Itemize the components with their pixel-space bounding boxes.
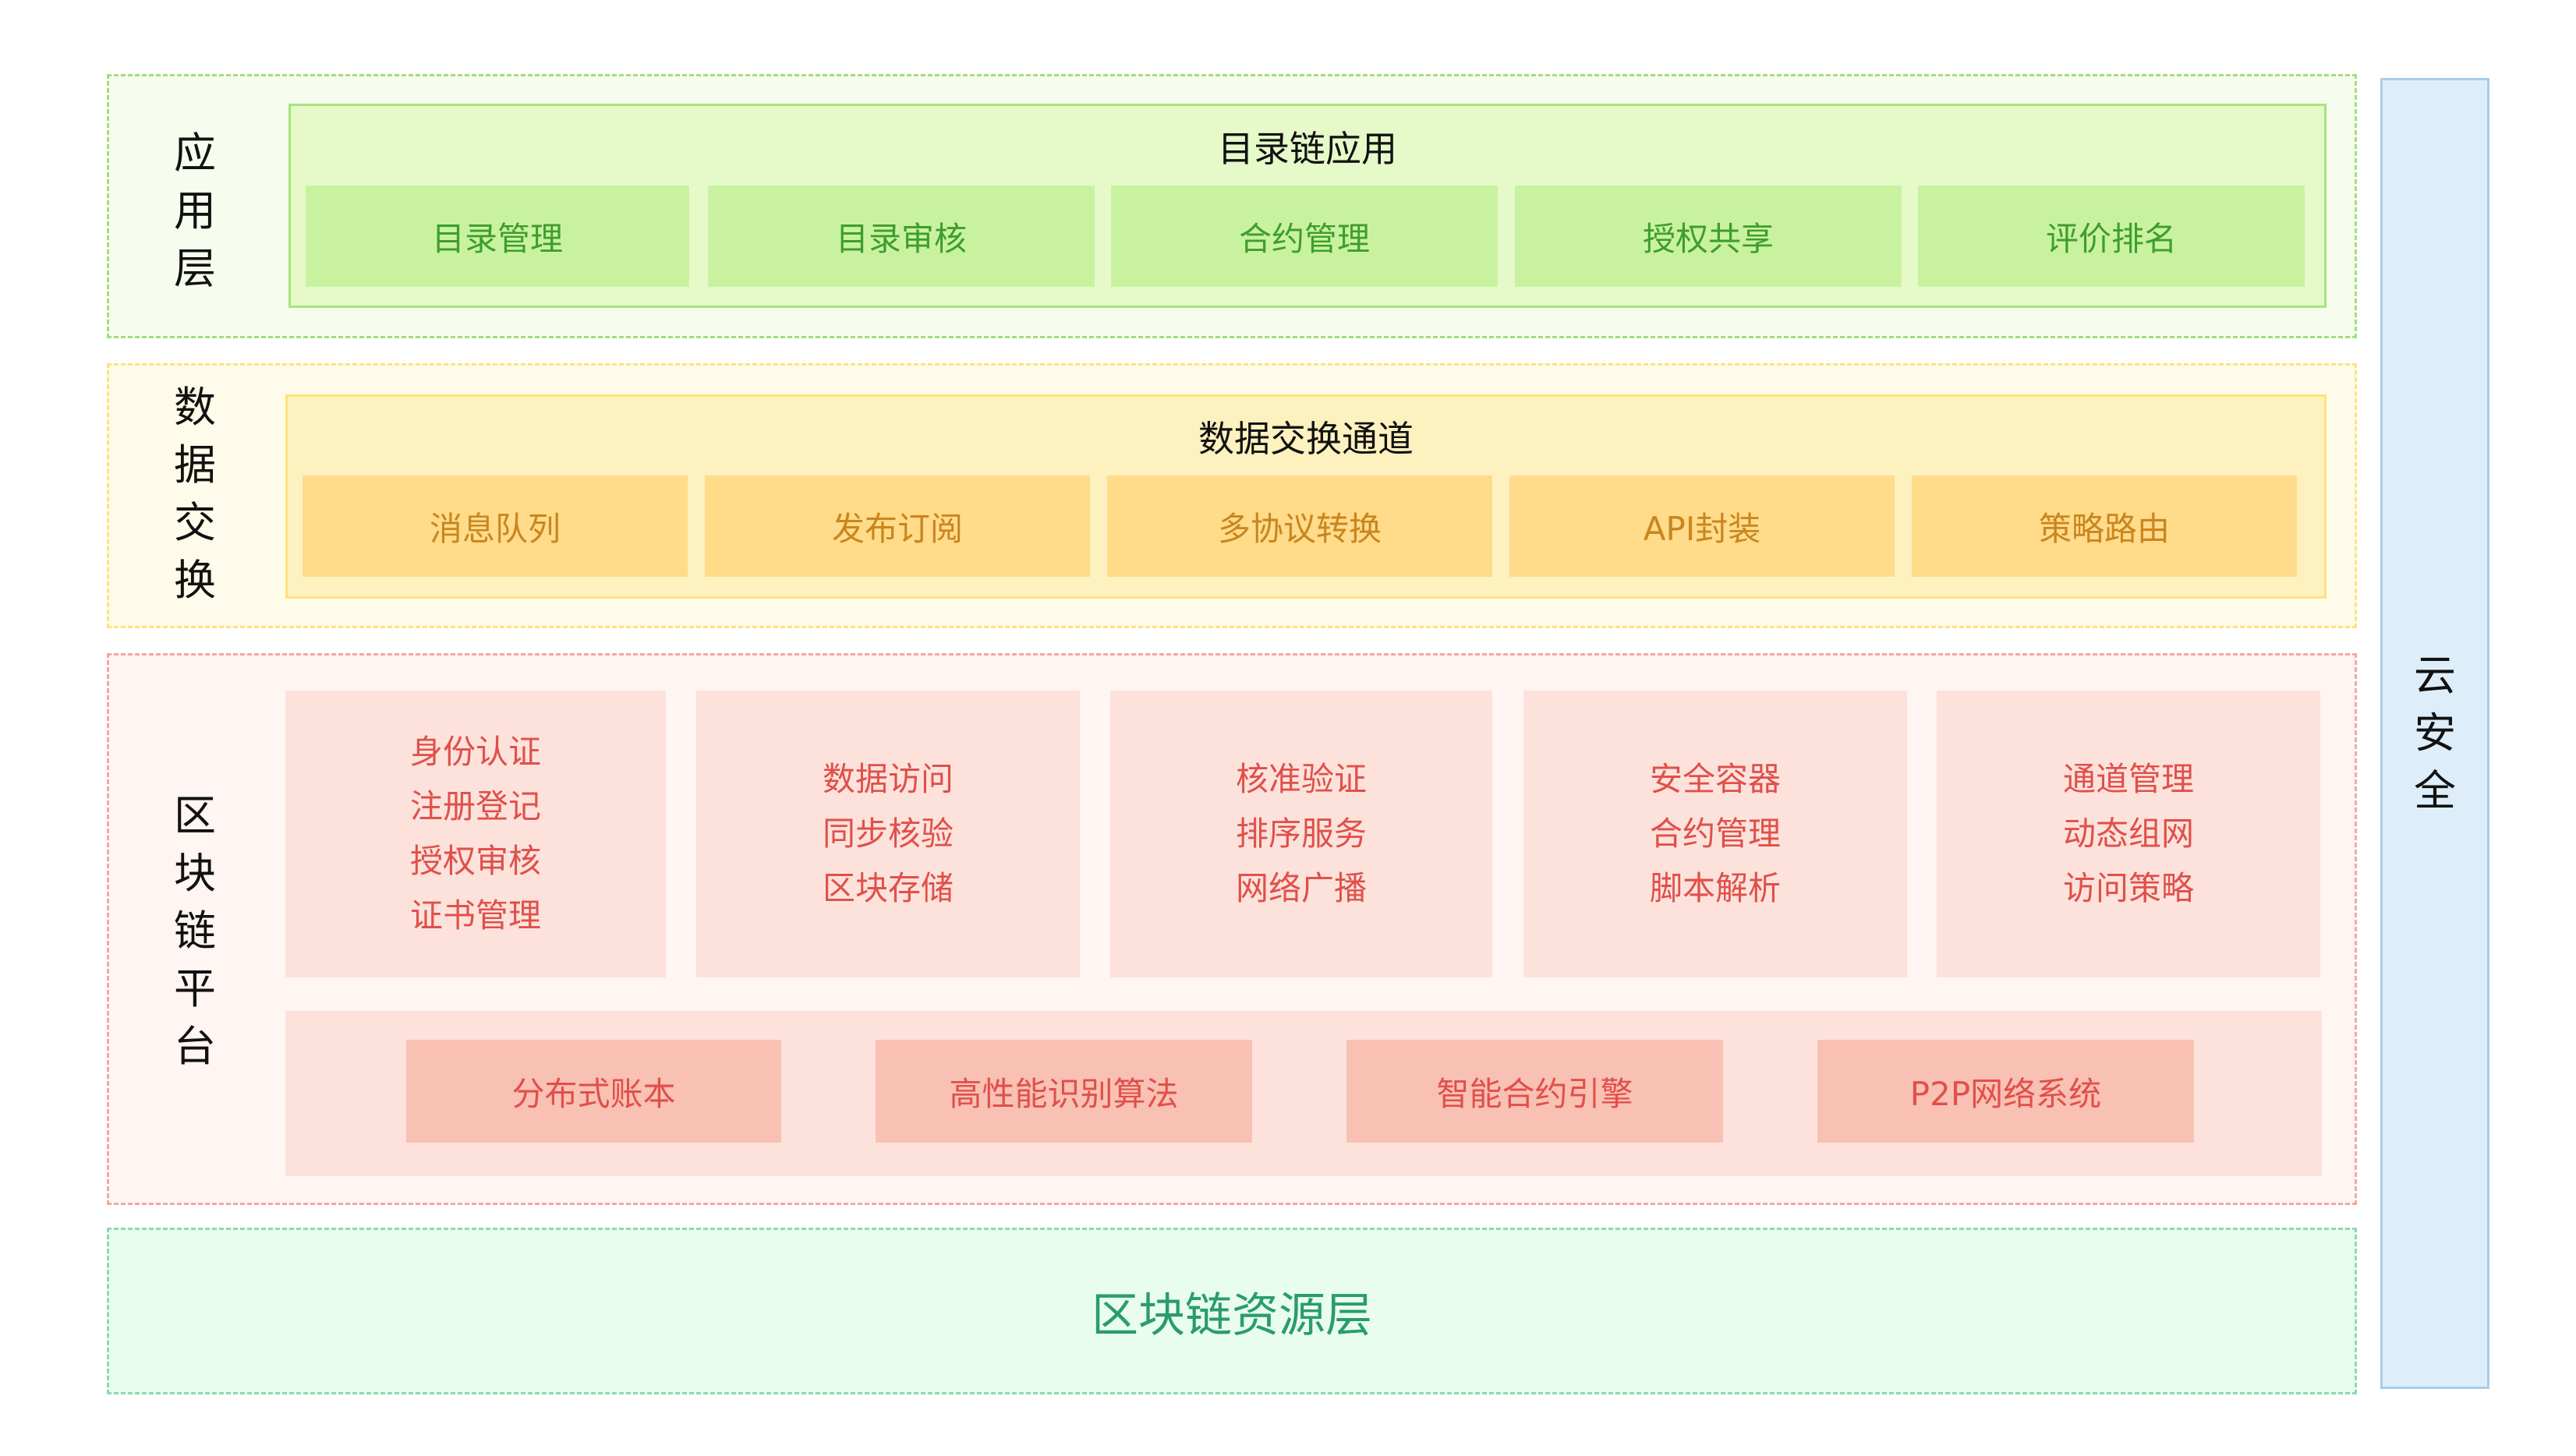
platform-item: 网络广播 [1235,869,1367,907]
platform-item: 通道管理 [2062,760,2194,798]
platform-group-identity: 身份认证 注册登记 授权审核 证书管理 [285,691,666,977]
blockchain-platform-label-char: 块 [174,849,216,898]
platform-item: 注册登记 [409,787,541,825]
exchange-module-publish-subscribe: 发布订阅 [705,475,1090,577]
platform-item: 动态组网 [2062,815,2194,853]
platform-group-channel: 通道管理 动态组网 访问策略 [1937,691,2320,977]
platform-item: 身份认证 [409,733,541,771]
application-layer-label-char: 层 [174,244,216,293]
cloud-security-label-char: 安 [2414,709,2456,758]
application-layer-label-char: 应 [174,129,216,178]
data-exchange-channel-title: 数据交换通道 [1198,418,1414,460]
data-exchange-layer-label-char: 换 [174,556,216,605]
blockchain-resource-layer: 区块链资源层 [107,1228,2357,1394]
platform-item: 安全容器 [1649,760,1781,798]
core-module-p2p-network: P2P网络系统 [1817,1040,2194,1143]
core-module-smart-contract-engine: 智能合约引擎 [1346,1040,1723,1143]
blockchain-platform-label-char: 平 [174,964,216,1013]
app-module-authorization-sharing: 授权共享 [1515,186,1902,287]
application-layer-label-char: 用 [174,186,216,235]
app-module-catalog-review: 目录审核 [708,186,1095,287]
exchange-module-protocol-conversion: 多协议转换 [1107,475,1492,577]
platform-group-consensus: 核准验证 排序服务 网络广播 [1110,691,1492,977]
app-module-contract-management: 合约管理 [1111,186,1498,287]
platform-item: 证书管理 [409,896,541,935]
cloud-security-bar: 云 安 全 [2380,78,2489,1389]
platform-item: 授权审核 [409,842,541,880]
platform-item: 区块存储 [822,869,954,907]
exchange-module-api-wrapper: API封装 [1509,475,1895,577]
application-layer-label: 应 用 层 [148,125,242,298]
core-module-recognition-algorithm: 高性能识别算法 [876,1040,1252,1143]
platform-item: 同步核验 [822,815,954,853]
cloud-security-label-char: 全 [2414,766,2456,815]
blockchain-platform-label-char: 台 [174,1022,216,1071]
platform-group-data-access: 数据访问 同步核验 区块存储 [696,691,1080,977]
exchange-module-policy-routing: 策略路由 [1912,475,2297,577]
blockchain-platform-label-char: 链 [174,906,216,956]
data-exchange-layer-label: 数 据 交 换 [148,379,242,610]
blockchain-platform-layer-label: 区 块 链 平 台 [148,787,242,1076]
platform-item: 数据访问 [822,760,954,798]
platform-item: 脚本解析 [1649,869,1781,907]
app-module-catalog-management: 目录管理 [306,186,689,287]
platform-item: 核准验证 [1235,760,1367,798]
cloud-security-label-char: 云 [2414,651,2456,700]
data-exchange-layer-label-char: 数 [174,383,216,432]
platform-item: 合约管理 [1649,815,1781,853]
blockchain-platform-label-char: 区 [174,791,216,840]
data-exchange-layer-label-char: 据 [174,440,216,489]
platform-item: 排序服务 [1235,815,1367,853]
core-module-distributed-ledger: 分布式账本 [406,1040,781,1143]
platform-item: 访问策略 [2062,869,2194,907]
data-exchange-layer-label-char: 交 [174,498,216,547]
platform-group-security-container: 安全容器 合约管理 脚本解析 [1523,691,1907,977]
catalog-chain-application-title: 目录链应用 [1218,128,1397,170]
app-module-evaluation-ranking: 评价排名 [1918,186,2305,287]
exchange-module-message-queue: 消息队列 [303,475,688,577]
